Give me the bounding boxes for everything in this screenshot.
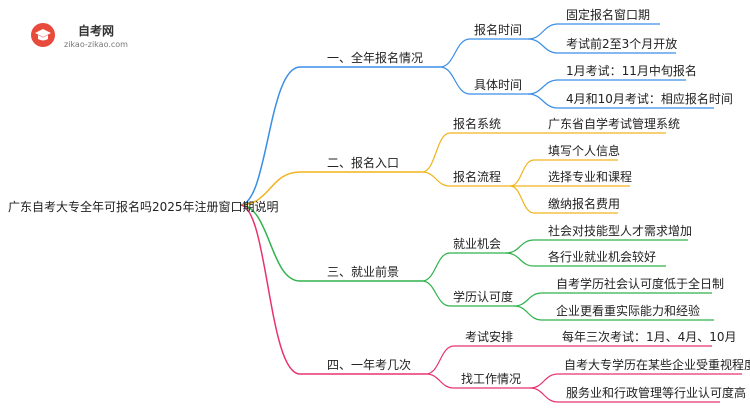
connector-root-branch-3 — [239, 204, 422, 282]
sub-topic: 考试安排 — [465, 330, 514, 344]
connector-b3-c2-l1 — [513, 292, 712, 307]
leaf-topic: 每年三次考试：1月、4月、10月 — [562, 330, 737, 344]
connector-b3-c2 — [421, 280, 514, 307]
leaf-topic: 服务业和行政管理等行业认可度高 — [566, 386, 747, 400]
connector-b4-c1 — [425, 345, 530, 375]
connector-b2-c2-l3 — [509, 185, 618, 214]
connector-b3-c2-l2 — [513, 305, 714, 321]
branch-label-3: 三、就业前景 — [327, 265, 400, 279]
logo-url: zikao-zikao.com — [64, 40, 128, 49]
leaf-topic: 选择专业和课程 — [548, 170, 633, 184]
leaf-topic: 广东省自学考试管理系统 — [548, 117, 681, 131]
logo: 自考网 zikao-zikao.com — [30, 18, 140, 54]
connector-b1-c1 — [439, 38, 528, 68]
connector-b1-c1-l2 — [527, 38, 676, 54]
leaf-topic: 1月考试：11月中旬报名 — [566, 64, 697, 78]
leaf-topic: 填写个人信息 — [548, 144, 621, 158]
connector-root-branch-2 — [239, 171, 422, 206]
leaf-topic: 4月和10月考试：相应报名时间 — [566, 92, 733, 106]
sub-topic: 报名流程 — [453, 170, 502, 184]
branch-label-1: 一、全年报名情况 — [327, 51, 424, 65]
connector-b4-c2-l1 — [529, 373, 742, 389]
connector-b1-c1-l1 — [527, 23, 660, 40]
leaf-topic: 缴纳报名费用 — [548, 197, 621, 211]
leaf-topic: 各行业就业机会较好 — [548, 250, 657, 264]
connector-b3-c1-l1 — [505, 239, 688, 254]
connector-root-branch-4 — [239, 204, 426, 375]
connector-b2-c2-l1 — [509, 159, 618, 187]
connector-b2-c1 — [421, 132, 510, 173]
leaf-topic: 自考学历社会认可度低于全日制 — [556, 277, 725, 291]
logo-title: 自考网 — [78, 24, 115, 38]
leaf-topic: 固定报名窗口期 — [566, 8, 651, 22]
connector-b1-c2 — [439, 66, 528, 95]
connector-b4-c2-l2 — [529, 387, 720, 403]
leaf-topic: 社会对技能型人才需求增加 — [548, 224, 693, 238]
sub-topic: 找工作情况 — [461, 372, 522, 386]
connector-b2-c2 — [421, 171, 510, 187]
connector-b3-c1-l2 — [505, 252, 666, 267]
leaf-topic: 自考大专学历在某些企业受重视程度低 — [564, 358, 750, 372]
connector-b1-c2-l1 — [527, 79, 686, 95]
graduation-cap-icon — [31, 23, 55, 47]
leaf-topic: 企业更看重实际能力和经验 — [556, 304, 701, 318]
root-topic: 广东自考大专全年可报名吗2025年注册窗口期说明 — [8, 200, 279, 214]
sub-topic: 报名时间 — [474, 23, 523, 37]
connector-root-branch-1 — [239, 66, 440, 206]
sub-topic: 就业机会 — [453, 237, 502, 251]
sub-topic: 具体时间 — [474, 78, 523, 92]
sub-topic: 报名系统 — [453, 117, 502, 131]
connector-b1-c2-l2 — [527, 93, 714, 109]
branch-label-4: 四、一年考几次 — [327, 358, 412, 372]
leaf-topic: 考试前2至3个月开放 — [566, 37, 678, 51]
connector-b3-c1 — [421, 252, 506, 282]
branch-label-2: 二、报名入口 — [327, 156, 400, 170]
sub-topic: 学历认可度 — [453, 290, 514, 304]
connector-b4-c2 — [425, 373, 530, 389]
